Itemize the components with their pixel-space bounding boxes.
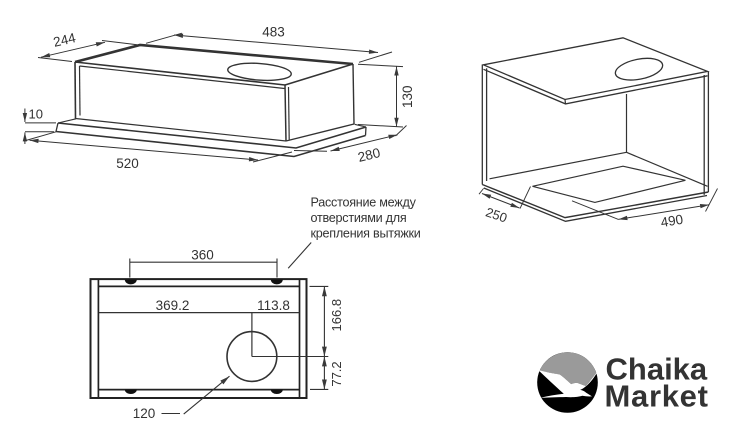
svg-text:крепления вытяжки: крепления вытяжки	[311, 227, 421, 241]
svg-text:280: 280	[356, 145, 381, 165]
svg-text:Chaika: Chaika	[606, 351, 708, 386]
svg-text:166.8: 166.8	[329, 299, 344, 332]
svg-text:10: 10	[29, 107, 43, 122]
svg-text:120: 120	[133, 406, 156, 421]
svg-text:369.2: 369.2	[156, 298, 190, 313]
svg-text:Market: Market	[605, 379, 709, 414]
svg-text:360: 360	[191, 247, 214, 262]
svg-text:130: 130	[400, 85, 415, 108]
svg-text:520: 520	[116, 156, 139, 171]
svg-text:490: 490	[660, 212, 685, 230]
svg-text:отверстиями для: отверстиями для	[311, 211, 407, 225]
svg-text:Расстояние между: Расстояние между	[311, 196, 417, 210]
svg-text:113.8: 113.8	[257, 298, 290, 313]
svg-text:250: 250	[484, 204, 509, 225]
svg-text:77.2: 77.2	[329, 361, 344, 386]
svg-text:244: 244	[52, 30, 78, 50]
svg-text:483: 483	[262, 25, 285, 40]
